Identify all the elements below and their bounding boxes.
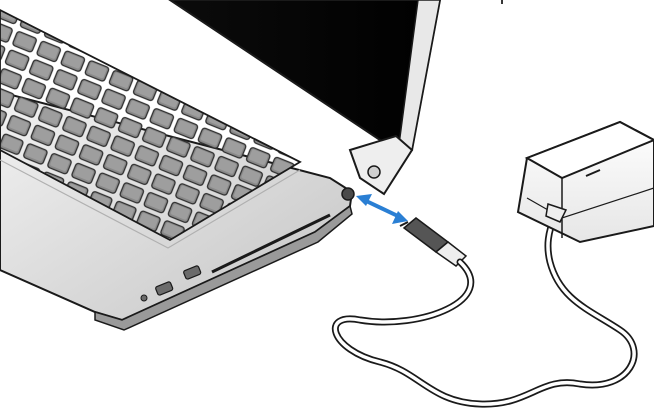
laptop-hinge — [350, 136, 412, 194]
power-button-icon — [368, 166, 380, 178]
power-adapter-icon — [518, 122, 654, 242]
connector-plug-icon — [400, 218, 466, 266]
double-arrow-icon — [356, 194, 408, 224]
cropped-caption-text: p — [500, 0, 510, 5]
power-port — [342, 188, 354, 200]
audio-port — [141, 295, 147, 301]
laptop-icon — [0, 0, 440, 330]
